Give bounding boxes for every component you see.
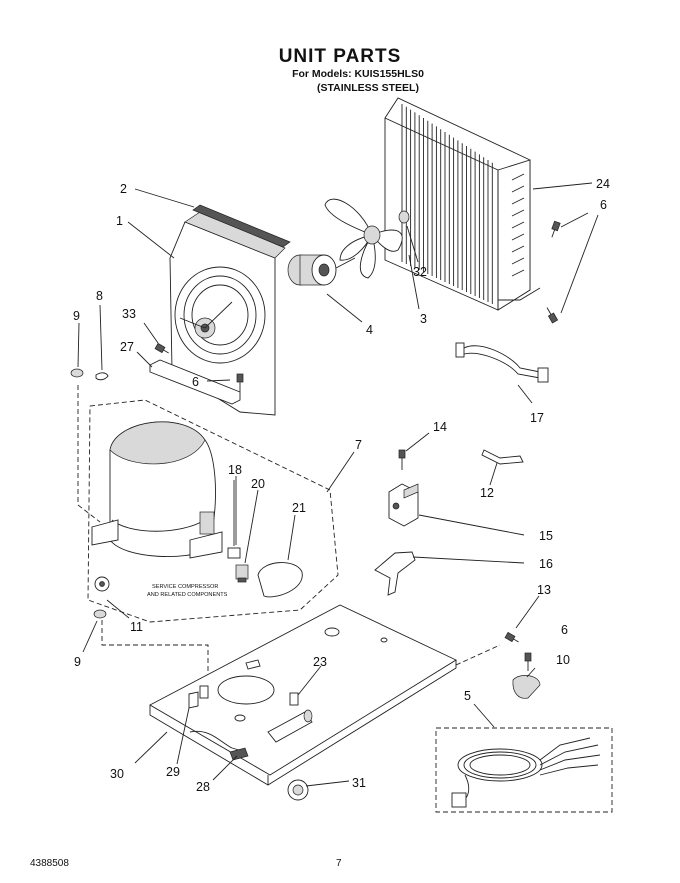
callout-29: 29 [166,765,180,779]
condenser-slot [511,209,525,217]
callout-8: 8 [96,289,103,303]
align-line-right [455,644,501,666]
compressor-group-outline [87,399,339,623]
condenser-slot [511,233,525,241]
callout-12: 12 [480,486,494,500]
finish-label: (STAINLESS STEEL) [317,82,419,94]
process-tube [189,730,247,753]
condenser-slot [511,185,525,193]
clip [95,372,109,381]
callout-16: 16 [539,557,553,571]
document-number: 4388508 [30,858,69,869]
overload [235,564,249,583]
callout-11: 11 [130,620,143,634]
terminal-cover [257,562,303,598]
drain-tube [481,449,524,465]
callout-20: 20 [251,477,265,491]
filter-drier [267,709,313,743]
callout-7: 7 [355,438,362,452]
callout-6-base: 6 [561,623,568,637]
unit-base [149,604,457,786]
compressor-note-line1: SERVICE COMPRESSOR [152,584,218,590]
align-line-left [77,385,101,523]
callout-27: 27 [120,340,134,354]
fan-clip [398,210,410,224]
mount-washer [93,609,107,619]
leader-lines [77,182,599,787]
callout-24: 24 [596,177,610,191]
callout-9-top: 9 [73,309,80,323]
callout-18: 18 [228,463,242,477]
callout-1: 1 [116,214,123,228]
compressor-relay [227,547,241,559]
condenser-slot [511,221,525,229]
condenser-slot [511,269,525,277]
compressor [91,421,223,559]
callout-23: 23 [313,655,327,669]
callout-30: 30 [110,767,124,781]
compressor-note-line2: AND RELATED COMPONENTS [147,592,228,598]
condenser-slot [511,257,525,265]
condenser-slot [511,173,525,181]
shroud-bracket [149,359,241,405]
callout-4: 4 [366,323,373,337]
callout-14: 14 [433,420,447,434]
condenser [384,97,541,311]
solenoid-coil [388,483,419,527]
callout-6-bracket: 6 [192,375,199,389]
page-number: 7 [336,858,342,869]
access-valve [229,747,249,761]
callout-28: 28 [196,780,210,794]
callout-3: 3 [420,312,427,326]
callout-21: 21 [292,501,306,515]
fan-shroud [169,211,286,416]
caster [287,779,309,801]
callouts: 2 1 3 4 32 24 6 33 27 6 9 8 7 14 12 17 1… [73,177,610,794]
callout-13: 13 [537,583,551,597]
page-title: UNIT PARTS [278,46,402,67]
callout-5: 5 [464,689,471,703]
callout-15: 15 [539,529,553,543]
callout-33: 33 [122,307,136,321]
callout-9-bottom: 9 [74,655,81,669]
power-cord-group-outline [435,727,613,813]
align-line-bottom [101,620,209,692]
callout-32: 32 [413,265,427,279]
callout-10: 10 [556,653,570,667]
screws [154,220,561,671]
grommet-top [70,368,84,378]
fan-motor [287,254,356,286]
condenser-slot [511,245,525,253]
callout-17: 17 [530,411,544,425]
callout-31: 31 [352,776,366,790]
fan-blade [324,198,403,279]
bracket-clip [374,551,416,596]
wire-clamp [512,675,541,699]
callout-6-condenser: 6 [600,198,607,212]
shroud-gasket [192,204,291,248]
condenser-slot [511,197,525,205]
callout-2: 2 [120,182,127,196]
model-numbers: For Models: KUIS155HLS0 [292,68,424,80]
power-cord [451,737,601,808]
wiring-harness [455,342,549,383]
